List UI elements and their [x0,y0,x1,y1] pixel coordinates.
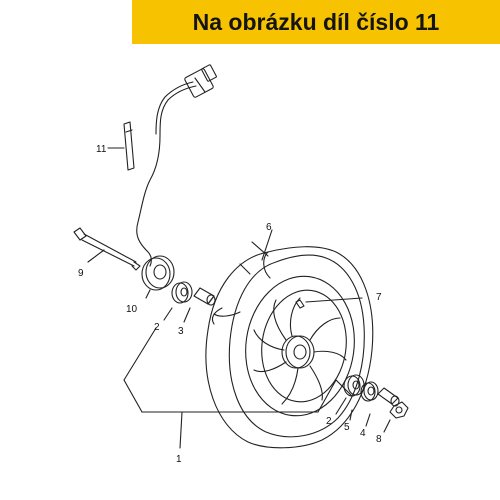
callout-1: 1 [176,454,182,465]
part-2-bearing-right [335,374,365,415]
part-9-axle [73,227,141,271]
part-3-collar [183,287,216,323]
callout-10: 10 [126,304,138,315]
callout-labels: 11 9 10 2 3 6 7 2 5 4 8 1 [78,144,382,465]
part-11-cable-tie [107,121,135,171]
callout-6: 6 [266,222,272,233]
part-1-wheel [123,241,374,449]
part-5-seal [349,381,379,421]
callout-4: 4 [360,428,366,439]
callout-3: 3 [178,326,184,337]
callout-11: 11 [96,144,107,155]
title-banner: Na obrázku díl číslo 11 [132,0,500,44]
part-10-gear-unit [141,255,175,299]
part-8-nut [383,401,409,433]
callout-9: 9 [78,268,84,279]
callout-5: 5 [344,422,350,433]
callout-7: 7 [376,292,382,303]
part-4-collar [365,387,400,427]
callout-2-left: 2 [154,322,160,333]
callout-2-right: 2 [326,416,332,427]
part-2-bearing-left [163,281,193,321]
callout-8: 8 [376,434,382,445]
sensor-cable [136,64,217,267]
